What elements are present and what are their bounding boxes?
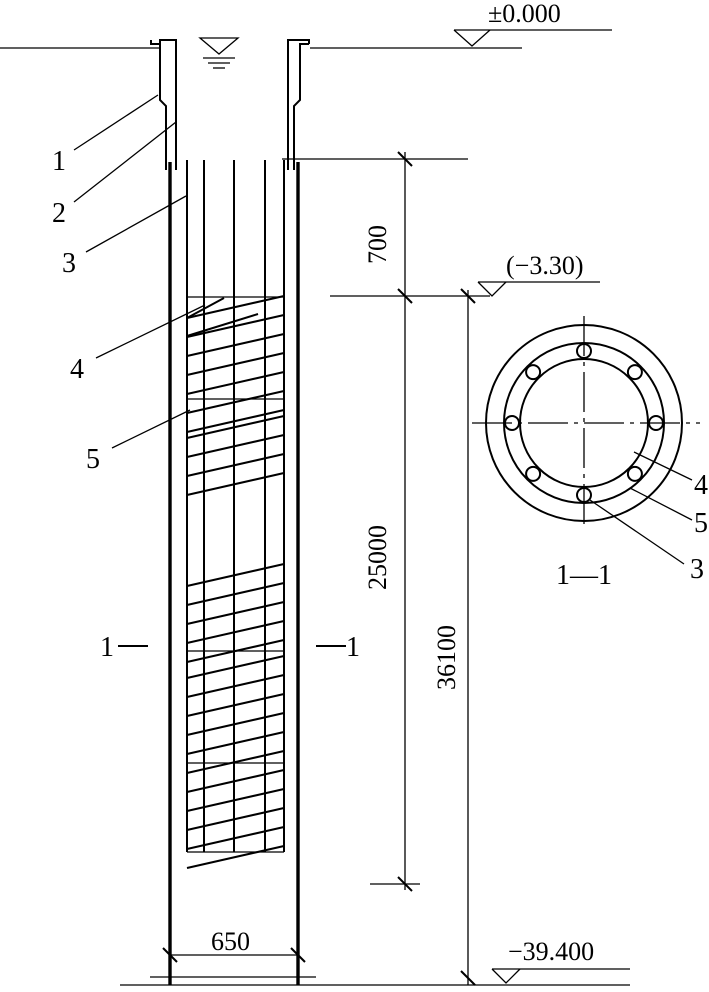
spiral-hoop-segment — [186, 409, 285, 433]
elevation-ground-label: ±0.000 — [488, 0, 561, 28]
callout-2: 2 — [52, 198, 66, 229]
callout-5: 5 — [86, 444, 100, 475]
section-callout-5: 5 — [694, 508, 708, 539]
spiral-hoop-segment — [186, 807, 285, 831]
spiral-hoop-segment — [186, 601, 285, 625]
section-bar — [576, 487, 592, 503]
borehole-walls — [168, 162, 300, 985]
section-callout-4: 4 — [694, 470, 708, 501]
section-bar — [525, 364, 542, 381]
cage-longitudinal-bars — [186, 160, 285, 853]
section-bar — [626, 364, 643, 381]
elevation-marker-bottom: −39.400 — [491, 937, 630, 984]
dimension-chain-inner: 700 25000 — [282, 151, 490, 892]
spiral-hoop-segment — [186, 693, 285, 717]
spiral-hoop-segment — [186, 415, 285, 439]
section-mark-right: 1 — [346, 632, 360, 663]
section-view: 4 5 3 1—1 — [472, 316, 708, 591]
spiral-hoop-segment — [186, 333, 285, 357]
callout-1: 1 — [52, 146, 66, 177]
spiral-hoop-segment — [186, 563, 285, 587]
elevation-bottom-label: −39.400 — [508, 937, 594, 966]
callout-4: 4 — [70, 354, 84, 385]
spiral-hoop-segment — [186, 582, 285, 606]
spiral-hoop-segment — [186, 352, 285, 376]
spiral-hoop-segment — [186, 297, 225, 319]
spiral-hoop-segment — [186, 731, 285, 755]
spiral-hoop-segment — [186, 472, 285, 496]
spiral-hoop-segment — [186, 295, 285, 319]
spiral-hoop-segment — [186, 313, 259, 337]
dimension-36100: 36100 — [432, 625, 461, 690]
dimension-700: 700 — [363, 225, 392, 264]
spiral-hoop-segment — [186, 674, 285, 698]
spiral-hoop-segment — [186, 371, 285, 395]
cage-spiral-hoops — [186, 295, 285, 869]
section-cut-marks: 1 1 — [100, 632, 360, 663]
bottom-line — [120, 976, 630, 986]
water-level-symbol — [198, 37, 240, 69]
spiral-hoop-segment — [186, 655, 285, 679]
spiral-hoop-segment — [186, 620, 285, 644]
spiral-hoop-segment — [186, 769, 285, 793]
section-bar — [525, 465, 542, 482]
elevation-callouts: 1 2 3 4 5 — [52, 94, 206, 475]
spiral-hoop-segment — [186, 788, 285, 812]
elevation-marker-cage-top: (−3.30) — [477, 251, 600, 297]
section-longitudinal-bars — [504, 343, 664, 503]
section-bar — [576, 343, 592, 359]
spiral-hoop-segment — [186, 750, 285, 774]
spiral-hoop-segment — [186, 712, 285, 736]
spiral-hoop-segment — [186, 826, 285, 850]
spiral-hoop-segment — [186, 434, 285, 458]
dimension-chain-outer: 36100 — [432, 288, 476, 986]
section-bar — [626, 465, 643, 482]
section-bar — [648, 415, 664, 431]
elevation-marker-ground: ±0.000 — [453, 0, 612, 47]
spiral-hoop-segment — [186, 845, 285, 869]
callout-3: 3 — [62, 248, 76, 279]
spiral-hoop-segment — [186, 453, 285, 477]
section-bar — [504, 415, 520, 431]
section-callout-3: 3 — [690, 554, 704, 585]
spiral-hoop-segment — [186, 314, 285, 338]
elevation-cage-top-label: (−3.30) — [506, 251, 583, 280]
spiral-hoop-segment — [186, 639, 285, 663]
dimension-25000: 25000 — [363, 525, 392, 590]
section-outer-circle — [485, 324, 683, 522]
section-title: 1—1 — [556, 560, 612, 591]
steel-casing — [150, 39, 310, 170]
dimension-650: 650 — [162, 927, 306, 963]
spiral-hoop-segment — [186, 390, 285, 414]
section-mark-left: 1 — [100, 632, 114, 663]
dimension-650-label: 650 — [211, 927, 250, 956]
